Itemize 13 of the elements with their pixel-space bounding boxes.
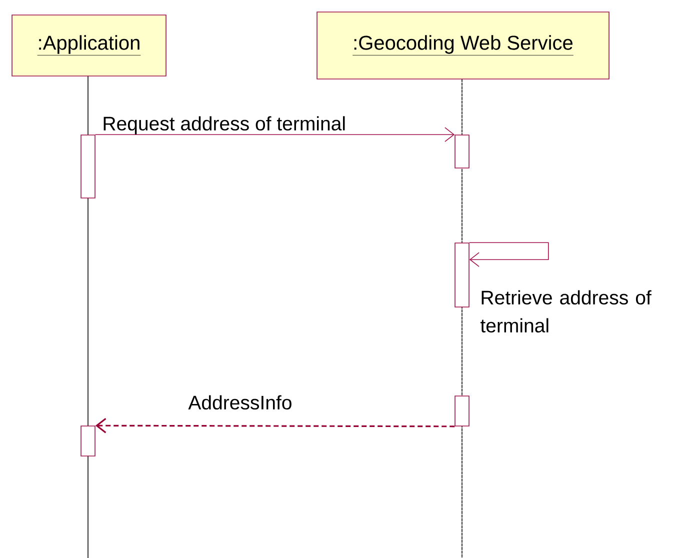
activation-bar xyxy=(80,134,96,198)
activation-bar xyxy=(454,134,470,168)
message-arrow xyxy=(95,127,455,142)
message-arrow xyxy=(469,242,549,267)
activation-bar xyxy=(454,242,470,308)
activation-bar xyxy=(454,396,470,426)
activation-bar xyxy=(80,426,96,456)
message-label: Retrieve address of terminal xyxy=(480,290,652,333)
message-label: AddressInfo xyxy=(188,395,292,410)
message-label: Request address of terminal xyxy=(104,116,345,134)
message-arrow xyxy=(95,418,455,434)
object-box: :Geocoding Web Service xyxy=(316,12,610,80)
object-box: :Application xyxy=(12,14,166,76)
